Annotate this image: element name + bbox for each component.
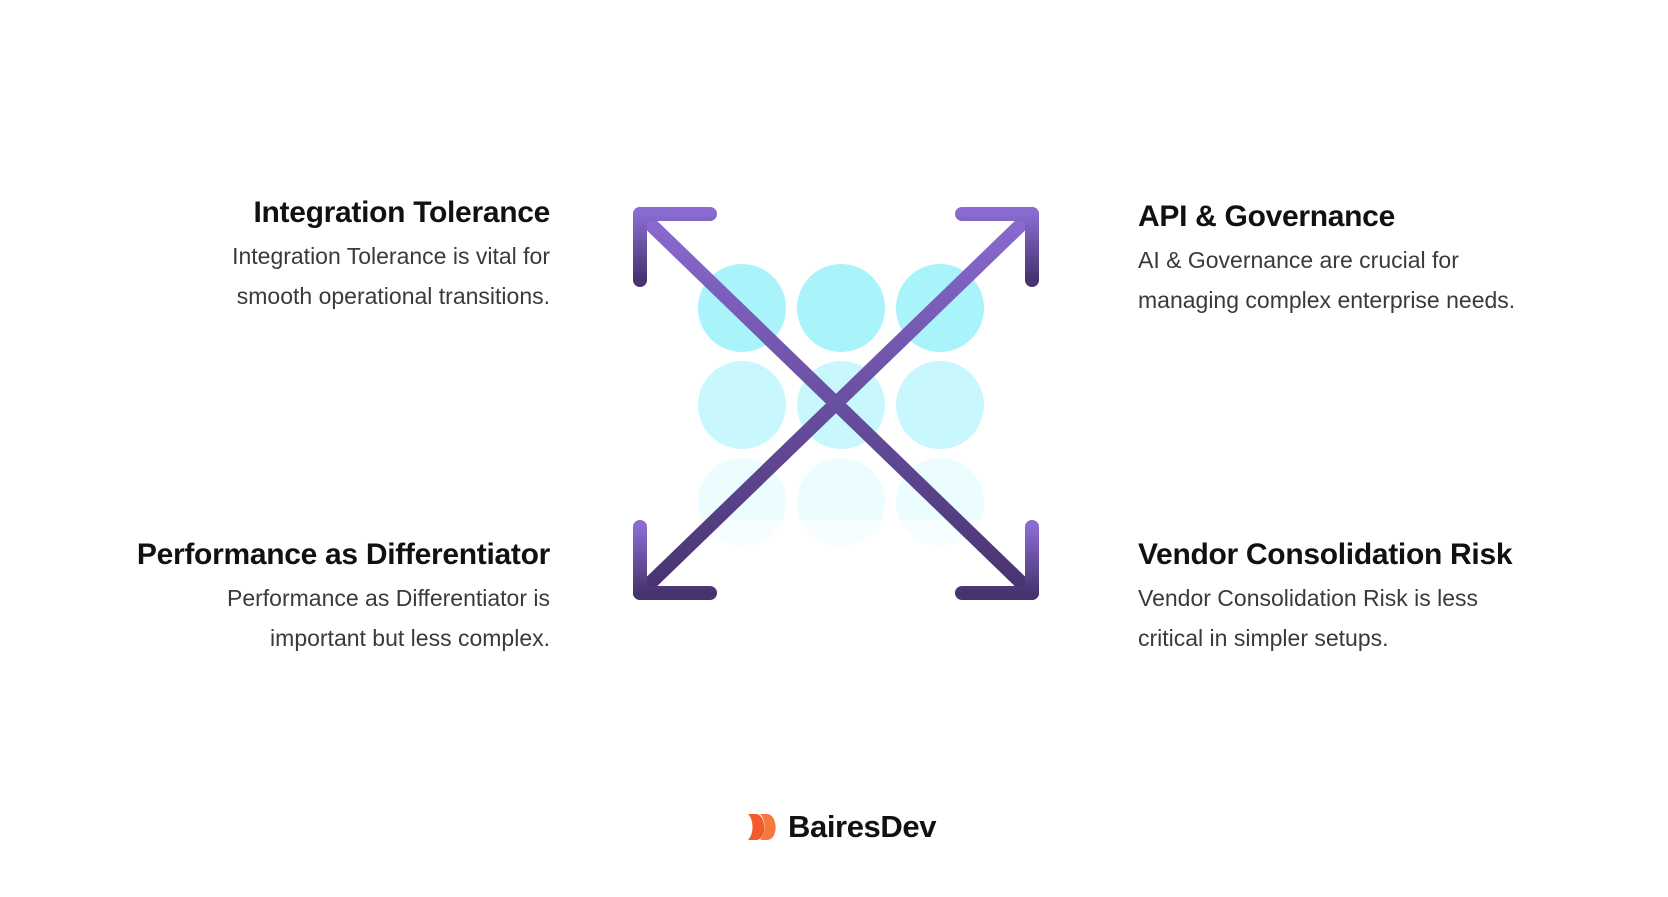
grid-dot bbox=[698, 361, 786, 449]
quadrant-title: Integration Tolerance bbox=[253, 196, 550, 229]
quadrant-description: Integration Tolerance is vital for smoot… bbox=[30, 236, 550, 316]
bairesdev-logo-icon bbox=[748, 814, 776, 840]
brand-logo: BairesDev bbox=[746, 809, 936, 845]
grid-dot bbox=[896, 361, 984, 449]
arrow-head-top-left bbox=[633, 207, 717, 287]
four-way-expand-arrows-icon bbox=[633, 207, 1039, 600]
description-line: Integration Tolerance is vital for bbox=[232, 243, 550, 269]
grid-dot bbox=[797, 264, 885, 352]
description-line: AI & Governance are crucial for bbox=[1138, 247, 1459, 273]
arrow-head-bottom-right bbox=[955, 520, 1039, 600]
quadrant-top-right: API & Governance AI & Governance are cru… bbox=[1138, 198, 1658, 320]
description-line: Performance as Differentiator is bbox=[227, 585, 550, 611]
quadrant-bottom-right: Vendor Consolidation Risk Vendor Consoli… bbox=[1138, 536, 1658, 658]
description-line: smooth operational transitions. bbox=[236, 283, 550, 309]
arrow-head-bottom-left bbox=[633, 520, 717, 600]
quadrant-title: Vendor Consolidation Risk bbox=[1138, 538, 1513, 571]
quadrant-description: AI & Governance are crucial for managing… bbox=[1138, 240, 1658, 320]
brand-name: BairesDev bbox=[788, 809, 937, 844]
dot-grid-icon bbox=[680, 264, 1000, 580]
quadrant-title: Performance as Differentiator bbox=[136, 538, 550, 571]
description-line: important but less complex. bbox=[270, 625, 550, 651]
diagonal-line bbox=[633, 207, 1039, 600]
quadrant-description: Vendor Consolidation Risk is less critic… bbox=[1138, 578, 1658, 658]
arrow-head-top-right bbox=[955, 207, 1039, 287]
description-line: critical in simpler setups. bbox=[1138, 625, 1389, 651]
quadrant-title: API & Governance bbox=[1138, 200, 1395, 233]
quadrant-bottom-left: Performance as Differentiator Performanc… bbox=[30, 536, 550, 658]
quadrant-top-left: Integration Tolerance Integration Tolera… bbox=[30, 194, 550, 316]
description-line: managing complex enterprise needs. bbox=[1138, 287, 1516, 313]
quadrant-description: Performance as Differentiator is importa… bbox=[30, 578, 550, 658]
arrows bbox=[633, 207, 1039, 600]
description-line: Vendor Consolidation Risk is less bbox=[1138, 585, 1479, 611]
